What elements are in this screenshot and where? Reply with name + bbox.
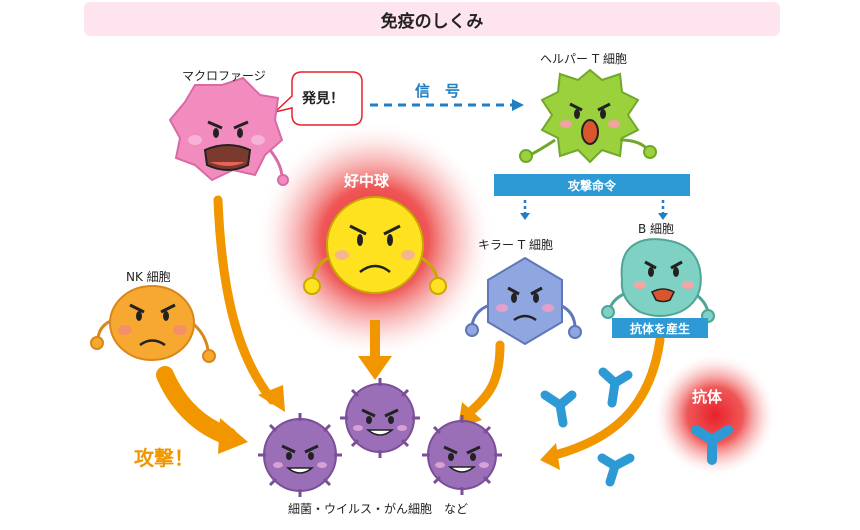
- label-helper-t: ヘルパー T 細胞: [540, 52, 627, 66]
- arrowhead: [512, 99, 524, 111]
- arrowhead: [540, 443, 560, 470]
- label-attack-order: 攻撃命令: [567, 178, 616, 193]
- arrowhead: [258, 385, 285, 412]
- label-b-cell: B 細胞: [638, 222, 675, 236]
- title-bar: 免疫のしくみ: [84, 2, 780, 36]
- arrow-nk-to-targets: [156, 366, 237, 445]
- killer-t-cell: [465, 256, 582, 346]
- antibody-glow: [653, 353, 777, 477]
- antibody-icon: [598, 367, 633, 408]
- page-title: 免疫のしくみ: [380, 11, 484, 32]
- nk-cell: [90, 285, 216, 363]
- label-signal: 信 号: [415, 82, 461, 100]
- attack-order-bar: 攻撃命令: [494, 174, 690, 196]
- antibody-icon: [597, 453, 635, 487]
- arrow-macrophage-to-targets: [213, 195, 277, 405]
- label-antibody: 抗体: [692, 388, 723, 406]
- label-neutrophil: 好中球: [344, 172, 390, 190]
- arrow-b-cell-to-targets: [550, 335, 665, 460]
- label-targets: 細菌・ウイルス・がん細胞 など: [288, 502, 469, 516]
- arrow-killer-t-to-targets: [465, 340, 505, 417]
- antibody-icon: [540, 390, 577, 428]
- macrophage-cell: [168, 76, 289, 186]
- label-attack: 攻撃！: [134, 446, 194, 470]
- b-cell: [601, 238, 715, 323]
- arrowhead: [658, 213, 668, 220]
- virus-right: [422, 415, 502, 495]
- label-nk-cell: NK 細胞: [126, 270, 171, 284]
- antibody-icon: [691, 425, 733, 465]
- label-macrophage: マクロファージ: [182, 69, 266, 83]
- neutrophil-cell: [303, 196, 447, 295]
- label-killer-t: キラー T 細胞: [478, 238, 553, 252]
- arrowhead: [218, 418, 248, 454]
- speech-bubble: [272, 71, 363, 126]
- label-produce-antibody: 抗体を産生: [629, 321, 690, 336]
- virus-left: [258, 413, 342, 497]
- arrowhead: [520, 213, 530, 220]
- helper-t-cell: [519, 68, 657, 164]
- label-discover: 発見！: [302, 91, 344, 107]
- produce-antibody-bar: 抗体を産生: [612, 318, 708, 338]
- virus-center: [340, 378, 420, 458]
- arrowhead: [358, 356, 392, 380]
